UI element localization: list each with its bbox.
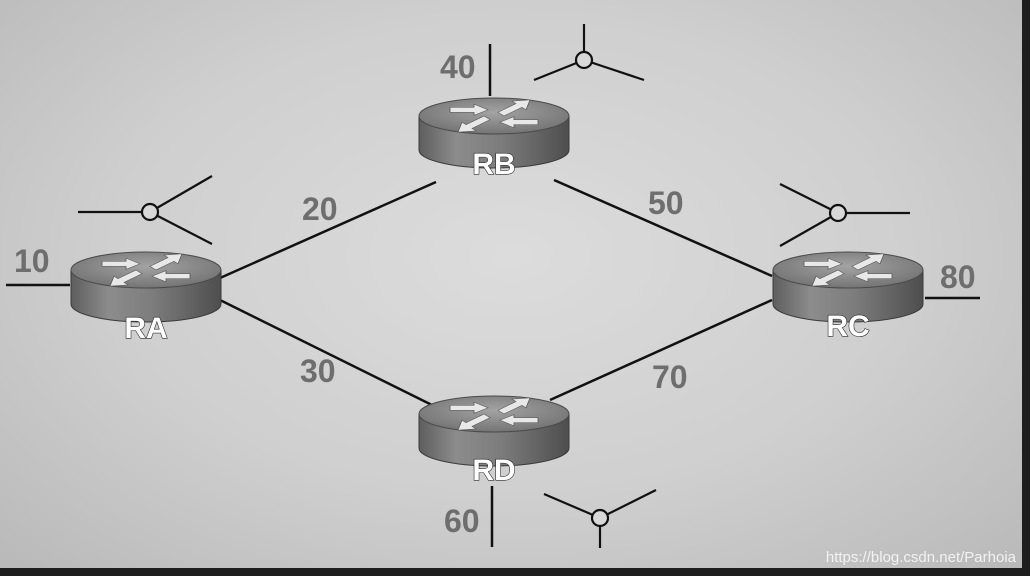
links [219,178,773,410]
link-rb-rc [553,178,773,278]
router-label: RD [472,454,515,487]
stub-label: 10 [14,243,50,279]
diagram-svg: RA RB RC RD 20 50 30 70 10 40 80 60 http… [6,24,1017,566]
antenna-icon [543,489,657,548]
antenna-icon [78,175,213,245]
stub-lines [6,44,980,547]
link-ra-rb [219,180,437,280]
antenna-icon [779,183,910,247]
network-diagram: RA RB RC RD 20 50 30 70 10 40 80 60 http… [0,0,1022,568]
stub-label: 40 [440,49,476,85]
router-rd: RD [419,396,569,488]
watermark: https://blog.csdn.net/Parhoia [826,549,1017,566]
router-rc: RC [773,252,923,344]
link-label: 70 [652,359,688,395]
router-label: RC [826,310,869,343]
router-label: RA [124,312,167,345]
link-rd-rc [549,298,773,402]
router-rb: RB [419,98,569,182]
stub-label: 60 [444,503,480,539]
link-ra-rd [219,298,439,410]
link-label: 50 [648,185,684,221]
router-ra: RA [71,252,221,346]
antenna-icon [533,24,645,82]
link-label: 30 [300,353,336,389]
stub-label: 80 [940,259,976,295]
link-label: 20 [302,191,338,227]
router-label: RB [472,148,515,181]
